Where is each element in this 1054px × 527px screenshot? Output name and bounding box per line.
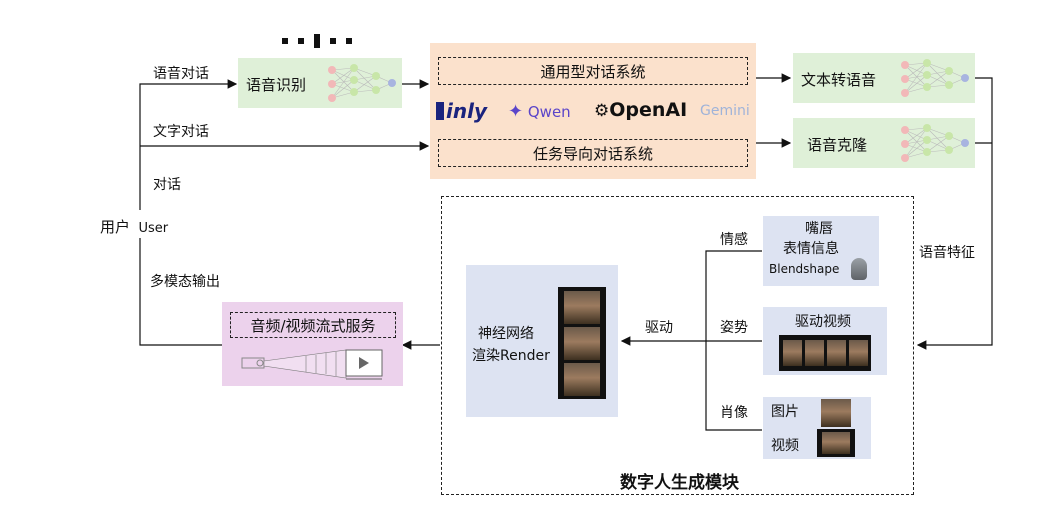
streaming-box: 音频/视频流式服务 bbox=[222, 302, 403, 386]
emotion-line2: 表情信息 bbox=[783, 241, 839, 257]
render-film-strip bbox=[558, 287, 606, 399]
branch-label-pose: 姿势 bbox=[720, 320, 748, 336]
qwen-logo: ✦ Qwen bbox=[508, 101, 571, 122]
portrait-frame bbox=[849, 340, 868, 366]
portrait-video-label: 视频 bbox=[771, 438, 799, 454]
head-model-icon bbox=[851, 258, 867, 280]
branch-label-emotion: 情感 bbox=[720, 232, 748, 248]
neural-render-box: 神经网络 渲染Render bbox=[466, 265, 618, 417]
streaming-service: 音频/视频流式服务 bbox=[230, 312, 396, 338]
waveform-icon bbox=[282, 34, 362, 48]
voice-clone-label: 语音克隆 bbox=[807, 136, 868, 154]
user-label: 用户 User bbox=[100, 218, 169, 236]
edge-label-multimodal-output: 多模态输出 bbox=[150, 274, 220, 290]
portrait-video-thumb bbox=[817, 429, 855, 457]
voice-clone-box: 语音克隆 bbox=[793, 118, 975, 168]
pose-label: 驱动视频 bbox=[795, 314, 851, 330]
portrait-image-thumb bbox=[821, 399, 851, 427]
portrait-frame bbox=[822, 432, 850, 454]
neural-render-line2: 渲染Render bbox=[472, 348, 550, 364]
neural-network-icon bbox=[328, 64, 396, 102]
inly-logo: inly bbox=[436, 99, 487, 123]
emotion-line1: 嘴唇 bbox=[805, 221, 833, 237]
tts-label: 文本转语音 bbox=[801, 71, 877, 89]
edge-label-dialog: 对话 bbox=[153, 177, 181, 193]
portrait-frame bbox=[564, 363, 600, 396]
branch-label-portrait: 肖像 bbox=[720, 405, 748, 421]
edge-label-voice-dialog: 语音对话 bbox=[153, 66, 209, 82]
general-dialog-system: 通用型对话系统 bbox=[438, 57, 748, 85]
portrait-frame bbox=[564, 291, 600, 324]
asr-box: 语音识别 bbox=[238, 58, 402, 108]
edge-label-drive: 驱动 bbox=[645, 320, 673, 336]
dialog-system-box: 通用型对话系统 inly ✦ Qwen ⚙OpenAI Gemini 任务导向对… bbox=[430, 43, 756, 179]
digital-human-title: 数字人生成模块 bbox=[620, 473, 739, 493]
projector-icon bbox=[241, 349, 383, 380]
edge-label-voice-feature: 语音特征 bbox=[919, 245, 975, 261]
gemini-logo: Gemini bbox=[700, 103, 750, 119]
pose-film-strip bbox=[779, 335, 871, 371]
portrait-image-label: 图片 bbox=[771, 404, 799, 420]
neural-render-line1: 神经网络 bbox=[478, 326, 534, 342]
portrait-box: 图片 视频 bbox=[763, 397, 871, 459]
portrait-frame bbox=[805, 340, 824, 366]
tts-box: 文本转语音 bbox=[793, 53, 975, 103]
neural-network-icon bbox=[901, 59, 969, 97]
pose-box: 驱动视频 bbox=[763, 307, 887, 375]
portrait-frame bbox=[783, 340, 802, 366]
task-dialog-system: 任务导向对话系统 bbox=[438, 139, 748, 167]
openai-logo: ⚙OpenAI bbox=[594, 99, 688, 121]
emotion-box: 嘴唇 表情信息 Blendshape bbox=[763, 216, 879, 286]
edge-label-text-dialog: 文字对话 bbox=[153, 124, 209, 140]
asr-label: 语音识别 bbox=[246, 76, 307, 94]
digital-human-module: 数字人生成模块 bbox=[441, 196, 914, 495]
portrait-frame bbox=[827, 340, 846, 366]
llm-logos: inly ✦ Qwen ⚙OpenAI Gemini bbox=[436, 97, 752, 125]
emotion-line3: Blendshape bbox=[769, 262, 840, 276]
portrait-frame bbox=[564, 327, 600, 360]
neural-network-icon bbox=[901, 124, 969, 162]
